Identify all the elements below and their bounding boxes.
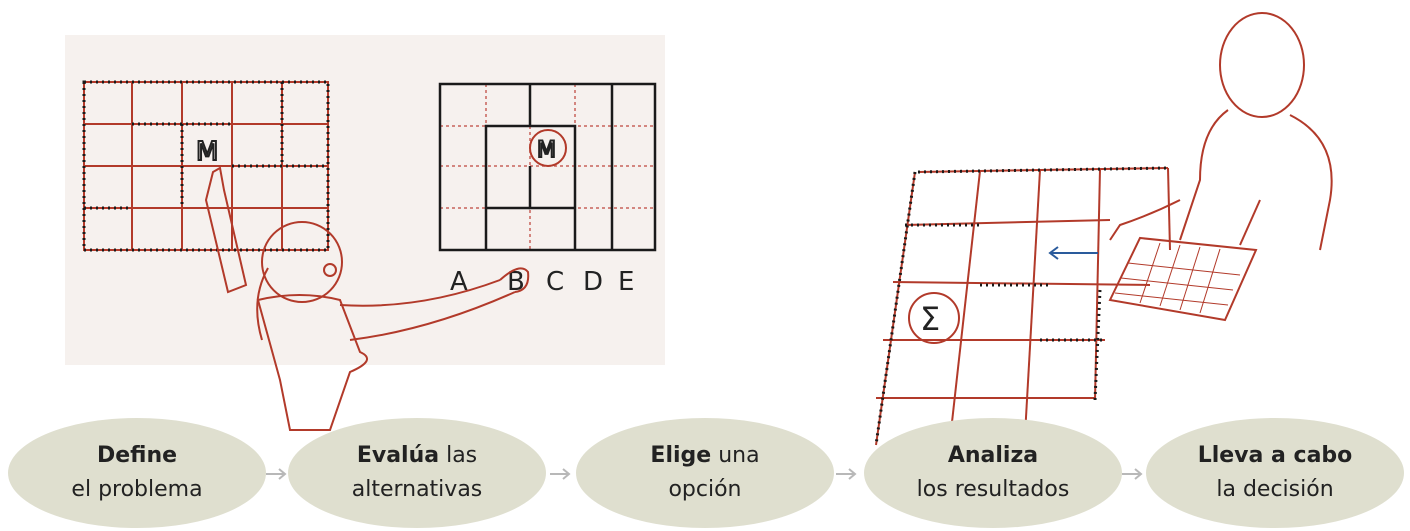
step-analiza-bold: Analiza (947, 443, 1039, 468)
left-maze-letter: M (196, 137, 218, 167)
arrow-3-icon (836, 468, 857, 480)
step-analiza-line2: los resultados (916, 477, 1070, 502)
column-letter-e: E (618, 267, 634, 297)
step-evalua-bold: Evalúa (356, 443, 440, 468)
step-define: Define el problema (8, 418, 266, 528)
step-elige-line2: opción (668, 477, 742, 502)
column-letter-c: C (546, 267, 564, 297)
arrow-1-icon (266, 468, 287, 480)
arrow-2-icon (550, 468, 571, 480)
step-lleva-bold: Lleva a cabo (1197, 443, 1353, 468)
hint-arrow (1048, 246, 1098, 260)
left-maze-walls (82, 80, 330, 252)
step-lleva-line2: la decisión (1216, 477, 1334, 502)
column-letter-d: D (583, 267, 603, 297)
step-define-line2: el problema (71, 477, 203, 502)
boy-figure (1108, 12, 1333, 322)
left-paper-bg (65, 35, 665, 365)
floor-walls (874, 166, 1169, 446)
right-maze-circle (529, 129, 567, 167)
step-elige-rest: una (711, 443, 760, 468)
arrow-4-icon (1122, 468, 1143, 480)
step-evalua: Evalúa las alternativas (288, 418, 546, 528)
step-evalua-rest: las (439, 443, 478, 468)
right-maze-walls (438, 82, 657, 252)
floor-symbol-circle (908, 292, 960, 344)
girl-figure (204, 166, 530, 431)
floor-symbol: Σ (920, 300, 940, 338)
step-analiza: Analiza los resultados (864, 418, 1122, 528)
step-define-bold: Define (96, 443, 178, 468)
column-letters: A B C D E (450, 267, 634, 297)
right-maze-letter: M (537, 138, 556, 163)
column-letter-a: A (450, 267, 468, 297)
step-lleva: Lleva a cabo la decisión (1146, 418, 1404, 528)
step-elige: Elige una opción (576, 418, 834, 528)
step-elige-bold: Elige (650, 443, 712, 468)
step-evalua-line2: alternativas (351, 477, 483, 502)
